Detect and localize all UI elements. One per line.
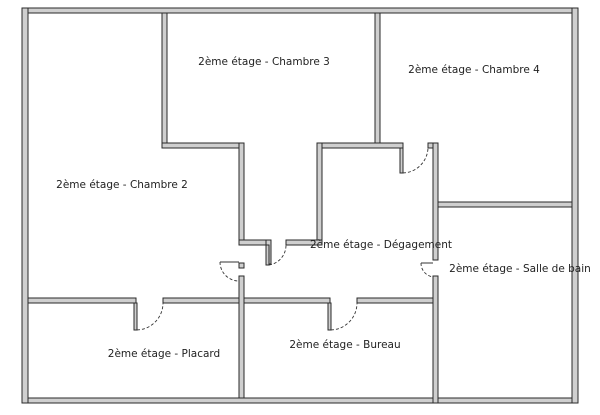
- outer-wall-right: [571, 7, 579, 404]
- door-leaf-chambre4: [399, 147, 404, 174]
- wall-placard-bureau: [238, 275, 245, 399]
- wall-chambre3-right: [374, 12, 381, 149]
- wall-chambre3-left: [161, 12, 168, 149]
- room-label-placard: 2ème étage - Placard: [108, 348, 220, 360]
- wall-salle-de-bain-left: [432, 275, 439, 404]
- wall-niche-stub: [238, 262, 245, 269]
- wall-chambre4-bottom: [437, 201, 573, 208]
- room-label-chambre2: 2ème étage - Chambre 2: [56, 179, 188, 191]
- outer-wall-left: [21, 7, 29, 404]
- door-leaf-placard: [133, 302, 138, 331]
- wall-chambre2-right: [238, 142, 245, 246]
- door-swings: [136, 147, 434, 331]
- room-label-chambre4: 2ème étage - Chambre 4: [408, 64, 540, 76]
- outer-wall-top: [21, 7, 579, 14]
- door-swing-chambre4: [402, 147, 429, 174]
- room-label-bureau: 2ème étage - Bureau: [289, 339, 400, 351]
- door-swing-placard: [136, 302, 164, 331]
- door-swing-bureau: [330, 302, 358, 331]
- door-swing-salle-de-bain: [420, 262, 434, 278]
- wall-chambre3-lower-right: [316, 142, 404, 149]
- outer-wall-bottom: [21, 397, 579, 404]
- door-swing-chambre2: [219, 261, 240, 282]
- room-label-chambre3: 2ème étage - Chambre 3: [198, 56, 330, 68]
- door-leaf-bureau: [327, 302, 332, 331]
- wall-degagement-inner: [316, 142, 323, 246]
- wall-placard-top-left: [27, 297, 137, 304]
- room-label-degagement: 2ème étage - Dégagement: [310, 239, 452, 251]
- wall-bureau-top-right: [356, 297, 434, 304]
- door-leaf-niche: [265, 244, 270, 266]
- interior-walls: [27, 12, 573, 404]
- room-label-salle-de-bain: 2ème étage - Salle de bain: [449, 263, 591, 275]
- wall-placard-top-right: [162, 297, 331, 304]
- wall-chambre3-lower-left: [161, 142, 245, 149]
- room-labels: 2ème étage - Chambre 3 2ème étage - Cham…: [56, 56, 591, 360]
- door-swing-niche: [268, 244, 287, 266]
- wall-degagement-top-mid: [285, 239, 323, 246]
